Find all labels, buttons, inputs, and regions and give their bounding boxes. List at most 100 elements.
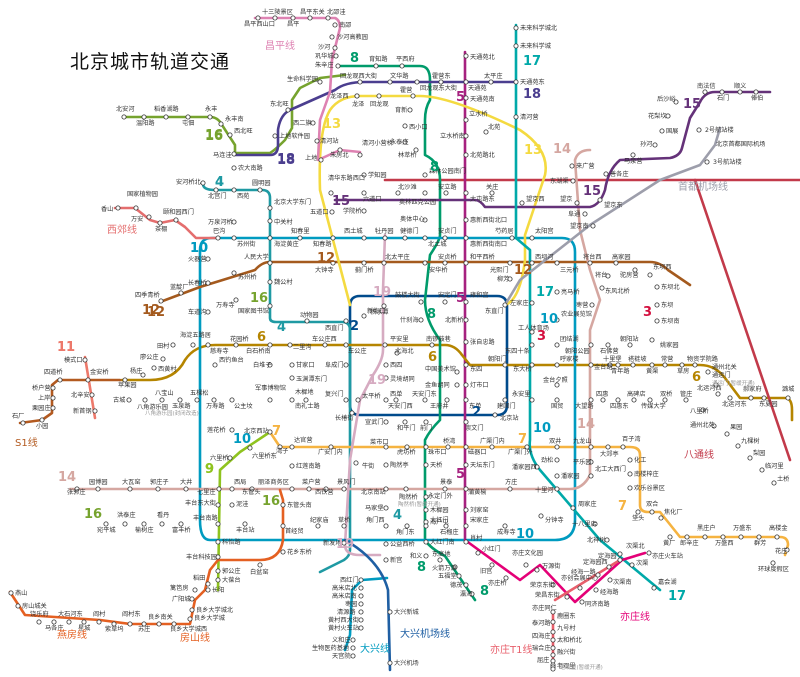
station-marker[interactable] [422, 260, 428, 266]
station-label[interactable]: 东夏园 [759, 400, 778, 408]
station-label[interactable]: 后沙峪 [657, 95, 676, 103]
station-label[interactable]: 森林公园南门 [429, 167, 466, 175]
station-marker[interactable] [404, 444, 410, 450]
station-marker[interactable] [387, 660, 393, 666]
station-marker[interactable] [617, 557, 623, 563]
station-marker[interactable] [613, 260, 619, 266]
station-label[interactable]: 五棵松 [190, 389, 209, 397]
station-label[interactable]: 丰台站 [236, 526, 255, 534]
station-marker[interactable] [534, 464, 540, 470]
station-marker[interactable] [173, 217, 179, 223]
station-label[interactable]: 朝阳门 [488, 355, 507, 363]
station-marker[interactable] [423, 539, 429, 545]
station-label[interactable]: 菜户营 [302, 478, 321, 486]
station-marker[interactable] [509, 235, 515, 241]
station-label[interactable]: 和义 [410, 552, 422, 560]
station-marker[interactable] [579, 599, 585, 605]
station-marker[interactable] [285, 107, 291, 113]
station-marker[interactable] [489, 190, 495, 196]
station-label[interactable]: 南楼梓庄 [634, 470, 659, 478]
station-marker[interactable] [771, 480, 777, 486]
station-label[interactable]: 纪家庙 [310, 516, 329, 524]
station-marker[interactable] [187, 616, 193, 622]
station-label[interactable]: 东四 [470, 365, 482, 373]
station-marker[interactable] [410, 93, 416, 99]
station-marker[interactable] [151, 365, 157, 371]
station-marker[interactable] [599, 285, 605, 291]
station-label[interactable]: 马各庄 [45, 624, 64, 632]
station-marker[interactable] [383, 444, 389, 450]
station-marker[interactable] [304, 318, 310, 324]
station-marker[interactable] [350, 645, 356, 651]
station-label[interactable]: 小红门 [482, 545, 501, 553]
station-label[interactable]: 青年路 [611, 367, 630, 375]
station-marker[interactable] [205, 309, 211, 315]
station-label[interactable]: 清华东路西口 [328, 174, 365, 182]
station-marker[interactable] [215, 502, 221, 508]
station-marker[interactable] [50, 405, 56, 411]
station-marker[interactable] [647, 397, 653, 403]
station-label[interactable]: 太平桥 [362, 392, 381, 400]
station-marker[interactable] [414, 79, 420, 85]
station-label[interactable]: 什刹海 [400, 316, 419, 324]
station-marker[interactable] [454, 382, 460, 388]
station-label[interactable]: 荣昌东街 [535, 591, 560, 599]
station-marker[interactable] [192, 587, 198, 593]
station-marker[interactable] [341, 523, 347, 529]
station-label[interactable]: 玉渊潭东门 [296, 375, 327, 383]
station-marker[interactable] [280, 502, 286, 508]
station-label[interactable]: 积水潭 [370, 308, 389, 316]
station-marker[interactable] [170, 342, 176, 348]
station-marker[interactable] [122, 377, 128, 383]
station-marker[interactable] [570, 505, 576, 511]
station-label[interactable]: 八角游乐园 [137, 403, 168, 411]
station-label[interactable]: 3号航站楼 [713, 158, 742, 166]
station-marker[interactable] [463, 152, 469, 158]
station-marker[interactable] [218, 121, 224, 127]
station-marker[interactable] [488, 79, 494, 85]
station-label[interactable]: 高米店南 [332, 592, 357, 600]
station-label[interactable]: 黄厂 [663, 539, 675, 547]
station-label[interactable]: 西四 [390, 362, 402, 369]
station-marker[interactable] [422, 235, 428, 241]
station-label[interactable]: 北安河 [116, 105, 135, 113]
station-marker[interactable] [607, 577, 613, 583]
station-label[interactable]: 清河营 [520, 113, 539, 121]
station-marker[interactable] [654, 284, 660, 290]
station-label[interactable]: 北苑路北 [470, 151, 496, 159]
station-label[interactable]: 刘家窑 [470, 506, 489, 514]
station-label[interactable]: 传媒大学 [641, 402, 666, 410]
station-marker[interactable] [445, 444, 451, 450]
station-marker[interactable] [603, 171, 609, 177]
station-label[interactable]: 昌平西山口 [244, 20, 275, 28]
station-marker[interactable] [702, 534, 708, 540]
station-marker[interactable] [127, 486, 133, 492]
station-label[interactable]: 北运河东 [722, 400, 747, 408]
station-label[interactable]: 昌平东关 [300, 8, 325, 16]
station-marker[interactable] [343, 342, 349, 348]
station-label[interactable]: 北运河西 [697, 384, 722, 392]
metro-line-1[interactable] [383, 178, 800, 420]
station-marker[interactable] [146, 214, 152, 220]
station-marker[interactable] [713, 382, 719, 388]
metro-line-13[interactable] [318, 94, 548, 307]
station-label[interactable]: 西红门 [340, 576, 359, 584]
station-label[interactable]: 张自忠路 [470, 338, 496, 346]
station-marker[interactable] [407, 107, 413, 113]
station-marker[interactable] [194, 397, 200, 403]
station-label[interactable]: 梨园 [753, 449, 765, 457]
station-label[interactable]: 瀛海 [460, 590, 472, 598]
station-label[interactable]: 生物医药基地 [312, 644, 349, 652]
station-marker[interactable] [51, 619, 57, 625]
station-marker[interactable] [684, 534, 690, 540]
metro-line-xijiao[interactable] [113, 206, 220, 240]
station-marker[interactable] [615, 362, 621, 368]
station-marker[interactable] [267, 342, 273, 348]
station-marker[interactable] [402, 235, 408, 241]
station-label[interactable]: 北太平庄 [385, 253, 410, 261]
station-marker[interactable] [141, 521, 147, 527]
station-label[interactable]: 善各庄 [610, 170, 629, 178]
station-marker[interactable] [393, 397, 399, 403]
station-marker[interactable] [227, 455, 233, 461]
station-marker[interactable] [738, 534, 744, 540]
